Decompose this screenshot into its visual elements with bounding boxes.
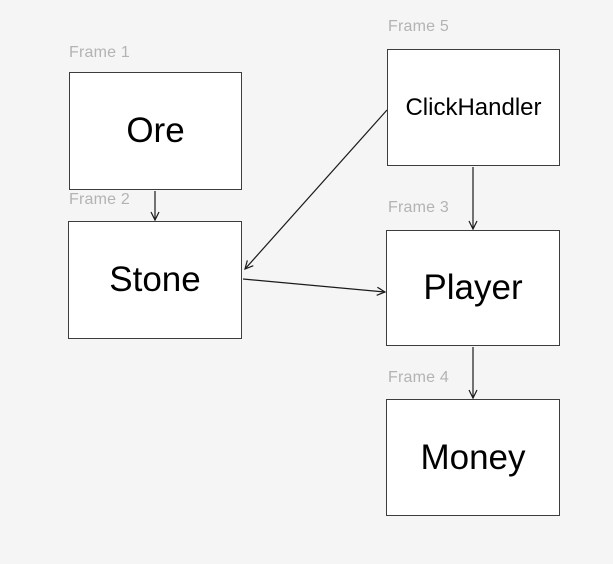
frame-node-clickhandler[interactable]: ClickHandler — [387, 49, 560, 166]
frame-node-player[interactable]: Player — [386, 230, 560, 346]
node-label-stone: Stone — [109, 260, 201, 299]
node-label-player: Player — [423, 268, 523, 307]
connector-clickhandler-to-stone[interactable] — [244, 109, 388, 271]
node-label-clickhandler: ClickHandler — [405, 93, 542, 121]
frame-title-clickhandler[interactable]: Frame 5 — [388, 18, 449, 35]
frame-title-stone[interactable]: Frame 2 — [69, 191, 130, 208]
frame-title-player[interactable]: Frame 3 — [388, 199, 449, 216]
frame-title-money[interactable]: Frame 4 — [388, 369, 449, 386]
frame-title-ore[interactable]: Frame 1 — [69, 44, 130, 61]
frame-node-stone[interactable]: Stone — [68, 221, 242, 339]
node-label-money: Money — [420, 437, 526, 477]
frame-node-money[interactable]: Money — [386, 399, 560, 516]
connector-stone-to-player[interactable] — [242, 278, 387, 296]
frame-node-ore[interactable]: Ore — [69, 72, 242, 190]
node-label-ore: Ore — [126, 111, 185, 150]
